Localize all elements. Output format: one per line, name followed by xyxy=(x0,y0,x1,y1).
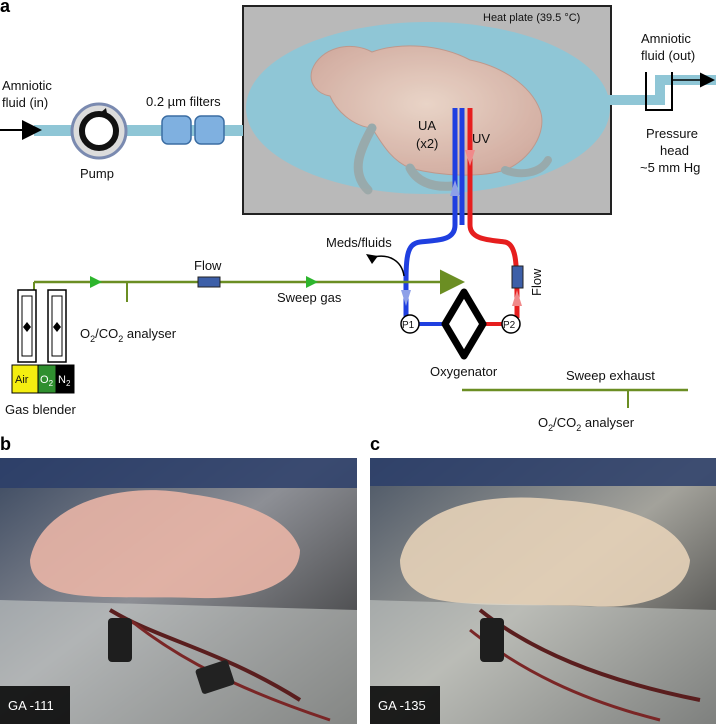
pressure-head-line3: ~5 mm Hg xyxy=(640,160,700,175)
pressure-head-line2: head xyxy=(660,143,689,158)
gas-blender-label: Gas blender xyxy=(5,402,76,417)
flow-side-label: Flow xyxy=(529,268,544,296)
p1-label: P1 xyxy=(402,320,415,331)
heat-plate: Heat plate (39.5 °C) UA (x2) UV xyxy=(242,5,612,215)
sweep-exhaust: Sweep exhaust O2/CO2 analyser xyxy=(462,368,688,433)
ua-label-line2: (x2) xyxy=(416,136,438,151)
umbilical-circuit: Flow P1 P2 Oxygenator Meds/fluids xyxy=(326,108,544,379)
flow-top-label: Flow xyxy=(194,258,222,273)
flow-sensor-side xyxy=(511,265,524,289)
ua-label-line1: UA xyxy=(418,118,436,133)
flow-sensor-top xyxy=(197,276,221,288)
photo-b: GA -111 xyxy=(0,458,357,724)
p2-label: P2 xyxy=(503,320,516,331)
amniotic-out-label-line1: Amniotic xyxy=(641,31,691,46)
photo-c: GA -135 xyxy=(370,458,716,724)
panel-label-b: b xyxy=(0,434,11,454)
amniotic-inflow: Amniotic fluid (in) xyxy=(0,78,243,140)
pump: Pump xyxy=(70,102,128,181)
photo-c-caption: GA -135 xyxy=(378,698,426,713)
amniotic-in-label-line1: Amniotic xyxy=(2,78,52,93)
photo-b-caption: GA -111 xyxy=(8,698,54,713)
filters-label: 0.2 µm filters xyxy=(146,94,221,109)
filters: 0.2 µm filters xyxy=(146,94,225,145)
oxygenator-shape xyxy=(441,288,487,360)
analyser-right-label: O2/CO2 analyser xyxy=(538,415,635,433)
panel-label-c: c xyxy=(370,434,380,454)
uv-label: UV xyxy=(472,131,490,146)
gas-blender: Air O2 N2 Gas blender xyxy=(5,282,76,417)
n2-cylinder xyxy=(55,364,75,394)
sweep-gas-label: Sweep gas xyxy=(277,290,342,305)
sweep-exhaust-label: Sweep exhaust xyxy=(566,368,655,383)
air-label: Air xyxy=(15,374,29,386)
lamb-fetus-illustration xyxy=(310,45,552,195)
analyser-left-label: O2/CO2 analyser xyxy=(80,326,177,344)
umbilical-artery-line xyxy=(403,108,458,322)
amniotic-outflow: Amniotic fluid (out) Pressure head ~5 mm… xyxy=(605,31,716,175)
pressure-head-line1: Pressure xyxy=(646,126,698,141)
pump-p2 xyxy=(501,314,521,334)
meds-label: Meds/fluids xyxy=(326,235,392,250)
sweep-gas-line: Flow Sweep gas O2/CO2 analyser xyxy=(34,258,465,344)
pump-p1 xyxy=(400,314,420,334)
amniotic-in-label-line2: fluid (in) xyxy=(2,95,48,110)
panel-label-a: a xyxy=(0,0,11,16)
heat-plate-label: Heat plate (39.5 °C) xyxy=(483,12,580,24)
o2-label: O2 xyxy=(40,374,54,388)
amniotic-out-label-line2: fluid (out) xyxy=(641,48,695,63)
oxygenator-label: Oxygenator xyxy=(430,364,498,379)
n2-label: N2 xyxy=(58,374,71,388)
pump-label: Pump xyxy=(80,166,114,181)
